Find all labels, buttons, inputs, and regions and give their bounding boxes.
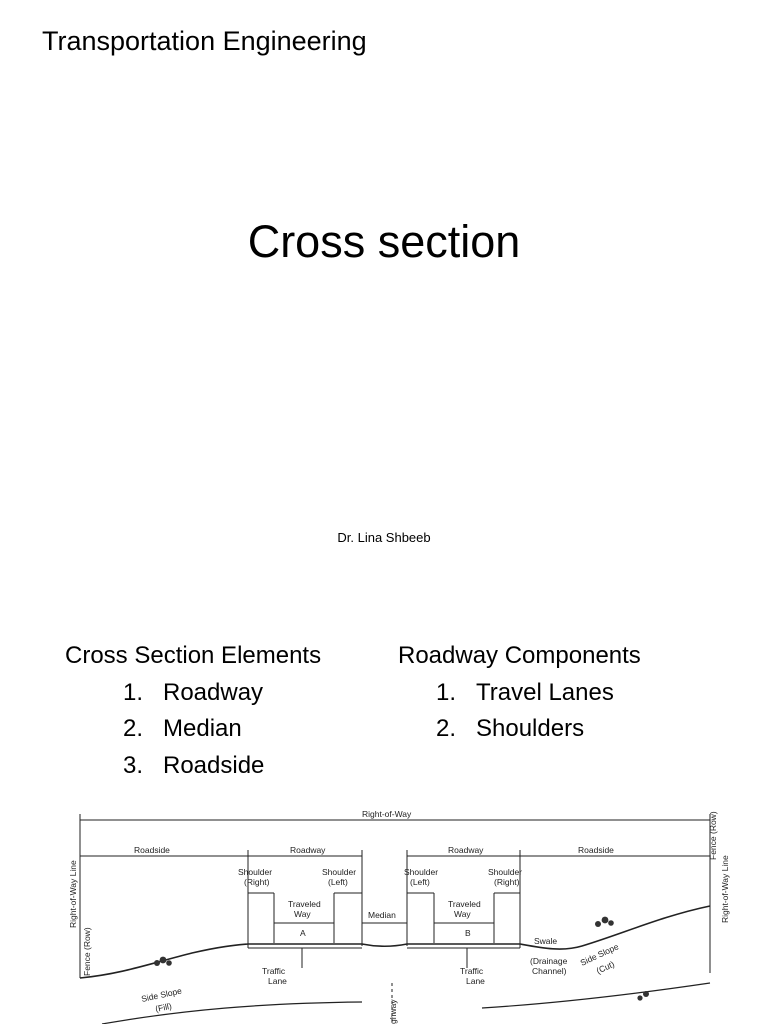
cross-section-diagram: Right-of-Way Roadside Roadway Roadway Ro… [68, 809, 730, 1024]
roadway-left-label: Roadway [290, 845, 326, 855]
traveled-way-label: Way [454, 909, 471, 919]
fence-left-label: Fence (Row) [82, 927, 92, 976]
shoulder-label: Shoulder [238, 867, 272, 877]
shoulder-label: Shoulder [322, 867, 356, 877]
item-label: Travel Lanes [476, 678, 614, 706]
traffic-lane-label: Lane [268, 976, 287, 986]
roadside-right-label: Roadside [578, 845, 614, 855]
item-number: 2. [435, 715, 456, 742]
list-heading: Roadway Components [398, 642, 641, 669]
item-number: 1. [122, 678, 143, 706]
item-label: Roadside [163, 751, 265, 779]
roadway-components-list: Roadway Components 1. Travel Lanes 2. Shou… [398, 638, 641, 748]
drainage-label: Channel) [532, 966, 567, 976]
item-label: Roadway [163, 678, 264, 706]
list-heading: Cross Section Elements [65, 642, 322, 669]
course-title: Transportation Engineering [42, 26, 367, 56]
list-item: 1. Travel Lanes [398, 675, 641, 712]
item-label: Median [163, 715, 242, 742]
traffic-lane-label: Lane [466, 976, 485, 986]
roadside-left-label: Roadside [134, 845, 170, 855]
median-label: Median [368, 910, 396, 920]
roadway-right-label: Roadway [448, 845, 484, 855]
right-of-way-label: Right-of-Way [362, 809, 412, 819]
list-item: 2. Shoulders [398, 711, 641, 748]
lane-a-label: A [300, 928, 306, 938]
traveled-way-label: Way [294, 909, 311, 919]
side-slope-cut-label: (Cut) [595, 959, 616, 976]
shoulder-label: (Left) [410, 877, 430, 887]
right-of-way-line-right-label: Right-of-Way Line [720, 855, 730, 923]
item-number: 2. [122, 715, 143, 742]
traffic-lane-label: Traffic [262, 966, 286, 976]
drainage-label: (Drainage [530, 956, 568, 966]
author-name: Dr. Lina Shbeeb [337, 530, 431, 545]
list-item: 1. Roadway [65, 675, 321, 712]
shoulder-label: (Right) [244, 877, 270, 887]
right-of-way-line-left-label: Right-of-Way Line [68, 860, 78, 928]
cross-section-elements-list: Cross Section Elements 1. Roadway 2. Media… [65, 638, 321, 784]
shoulder-label: (Right) [494, 877, 520, 887]
lane-b-label: B [465, 928, 471, 938]
item-number: 1. [435, 678, 456, 706]
list-item: 2. Median [65, 711, 321, 748]
traffic-lane-label: Traffic [460, 966, 484, 976]
slide-title: Cross section [247, 216, 521, 267]
traveled-way-label: Traveled [288, 899, 321, 909]
shoulder-label: (Left) [328, 877, 348, 887]
highway-label: ghway [388, 999, 398, 1024]
side-slope-fill-label: (Fill) [154, 1001, 172, 1014]
swale-label: Swale [534, 936, 557, 946]
shoulder-label: Shoulder [488, 867, 522, 877]
traveled-way-label: Traveled [448, 899, 481, 909]
item-label: Shoulders [476, 715, 585, 742]
side-slope-fill-label: Side Slope [140, 986, 183, 1004]
fence-right-label: Fence (Row) [708, 811, 718, 860]
item-number: 3. [122, 751, 143, 779]
list-item: 3. Roadside [65, 748, 321, 785]
shoulder-label: Shoulder [404, 867, 438, 877]
